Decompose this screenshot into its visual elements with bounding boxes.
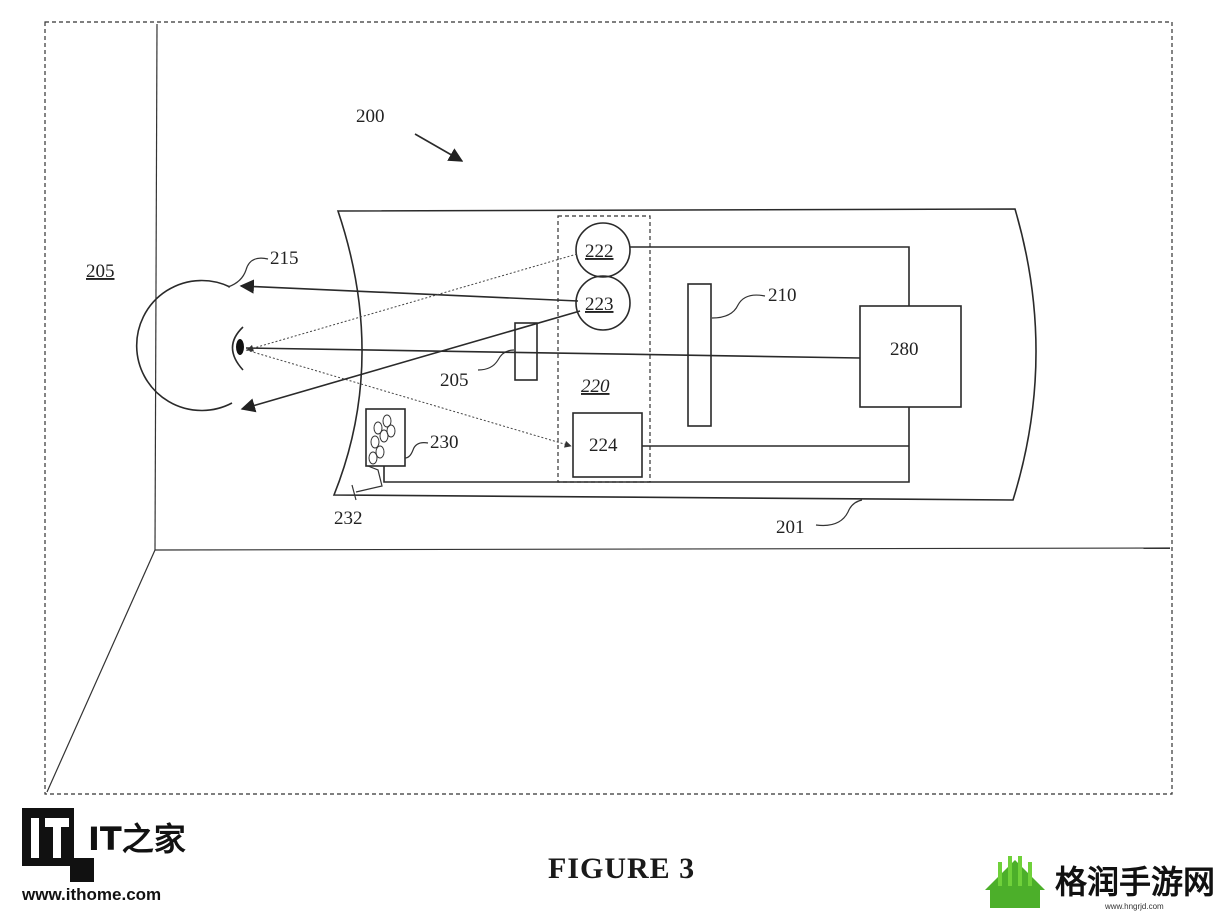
watermark-logo-text: IT之家 [88,820,186,858]
emitter-222 [575,222,631,278]
ray-223-lower [240,310,581,413]
arrow-200 [414,133,464,162]
lens-205 [514,322,538,381]
label-210: 210 [768,285,797,306]
watermark-hngrjd: 格润手游网 www.hngrjd.com [985,856,1215,911]
leader-210 [711,294,766,319]
label-230: 230 [430,432,459,453]
watermark-site-url: www.hngrjd.com [1104,902,1164,911]
label-200: 200 [356,106,385,127]
label-215: 215 [270,248,299,269]
optical-axis [245,347,861,359]
label-205-eye: 205 [86,261,115,282]
emitter-223 [575,275,631,331]
module-220-dashed [557,215,651,483]
wiring [383,246,910,483]
house-icon [985,860,1045,890]
ray-reflect-dotted [245,349,572,448]
sensor-224 [572,412,643,478]
watermark-ithome: IT之家 www.ithome.com [21,808,186,904]
eye-205 [135,279,244,412]
sensor-230 [365,408,406,467]
leader-232 [351,484,357,501]
leader-230 [404,442,429,459]
label-222: 222 [585,241,614,262]
controller-280 [859,305,962,408]
watermark-url: www.ithome.com [21,885,161,904]
label-280: 280 [890,339,919,360]
figure-caption: FIGURE 3 [548,852,695,885]
label-224: 224 [589,435,618,456]
device-housing-201 [332,208,1037,501]
leader-215 [227,257,269,288]
label-220: 220 [581,376,610,397]
room-perspective-lines [46,23,1171,793]
label-223: 223 [585,294,614,315]
outer-dashed-frame [44,21,1173,795]
label-205-lens: 205 [440,370,469,391]
element-232 [355,465,383,493]
label-201: 201 [776,517,805,538]
label-232: 232 [334,508,363,529]
ray-222-dotted [246,253,578,352]
leader-205-lens [477,349,515,371]
ray-223-upper [239,279,579,302]
sensor-230-pattern [368,414,396,465]
watermark-site-name: 格润手游网 [1055,863,1215,901]
leader-201 [815,499,863,527]
